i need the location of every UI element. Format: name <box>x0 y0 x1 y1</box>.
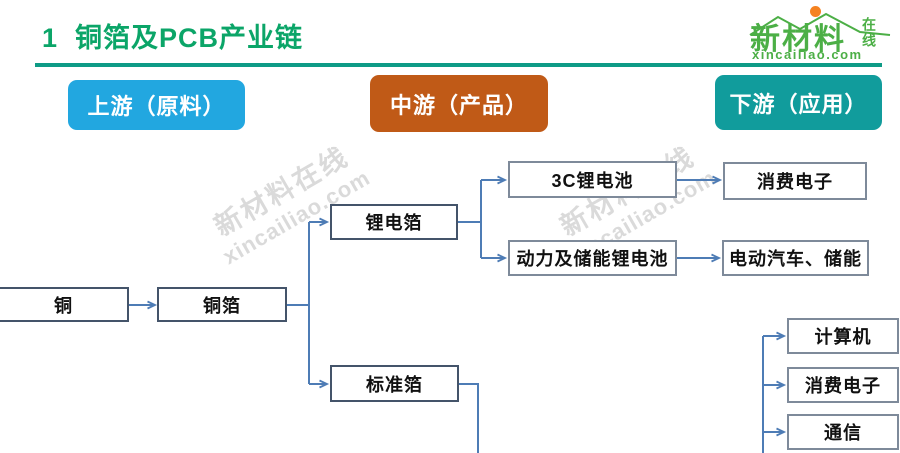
node-copper-foil: 铜箔 <box>157 287 287 322</box>
node-ev-energy-storage: 电动汽车、储能 <box>722 240 869 276</box>
logo-domain-text: xincailiao.com <box>752 47 863 62</box>
node-computer: 计算机 <box>787 318 899 354</box>
logo-brand-text: 新材料 <box>750 23 846 56</box>
edge-copper-foil-trunk <box>287 222 310 384</box>
edge-standard-foil-down <box>459 383 479 453</box>
edge-li-battery-foil-trunk <box>458 180 482 258</box>
node-copper: 铜 <box>0 287 129 322</box>
node-consumer-electronics-1: 消费电子 <box>723 162 867 200</box>
node-consumer-electronics-2: 消费电子 <box>787 367 899 403</box>
sun-dot-icon <box>810 6 821 17</box>
stage-downstream: 下游（应用） <box>715 75 882 130</box>
page-title: 1 铜箔及PCB产业链 <box>42 23 304 53</box>
xincailiao-logo: 新材料 在线 xincailiao.com <box>748 2 894 62</box>
mountains-icon <box>749 12 891 36</box>
node-li-battery-foil: 锂电箔 <box>330 204 458 240</box>
node-communication: 通信 <box>787 414 899 450</box>
stage-midstream: 中游（产品） <box>370 75 548 132</box>
node-standard-foil: 标准箔 <box>330 365 459 402</box>
node-3c-li-battery: 3C锂电池 <box>508 161 677 198</box>
title-underline <box>35 63 882 67</box>
logo-badge-text: 在线 <box>861 17 877 49</box>
stage-upstream: 上游（原料） <box>68 80 245 130</box>
node-power-storage-li-battery: 动力及储能锂电池 <box>508 240 677 276</box>
